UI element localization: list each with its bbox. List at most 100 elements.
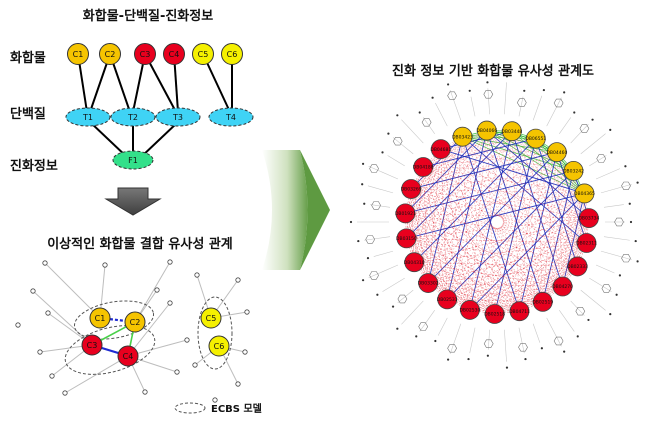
decor-ray: [437, 317, 448, 336]
network-edge: [486, 130, 587, 244]
decor-dot: [376, 293, 379, 296]
molecule-sketch-icon: [579, 124, 590, 133]
network-node: DB02530: [459, 300, 480, 320]
network-edge: [414, 149, 442, 263]
decor-dot: [634, 239, 637, 243]
decor-ray: [368, 165, 399, 180]
compound-label: C3: [140, 50, 151, 59]
decor-dot: [618, 274, 622, 277]
decor-dot: [624, 165, 627, 168]
network-node-label: DB04066: [476, 128, 497, 134]
network-edge: [469, 301, 543, 311]
network-edge: [494, 193, 585, 315]
decor-ray: [487, 88, 490, 115]
network-edge: [440, 149, 448, 300]
network-node-circle: [501, 121, 522, 142]
network-edge: [410, 188, 495, 315]
decor-dot: [396, 114, 399, 117]
decor-dot: [349, 220, 353, 224]
network-node-circle: [430, 139, 451, 160]
network-edge: [542, 170, 574, 302]
network-edge: [440, 149, 471, 310]
network-node-circle: [396, 228, 417, 249]
decor-ray: [546, 317, 562, 347]
decor-ray: [559, 117, 572, 134]
network-edge: [494, 242, 587, 315]
decor-dot: [505, 366, 509, 369]
molecule-sketch-icon: [418, 322, 429, 331]
molecule-sketch-icon: [483, 90, 494, 99]
network-node-label: DB01921: [395, 211, 416, 217]
network-edge: [414, 167, 424, 263]
decor-ray: [589, 277, 612, 292]
network-edge: [469, 286, 563, 311]
row-label-protein: 단백질: [10, 106, 46, 122]
network-edge: [494, 131, 513, 314]
network-node-label: DB02519: [532, 299, 553, 305]
network-node-label: DB04310: [404, 260, 425, 266]
decor-dot: [363, 202, 366, 205]
network-edge: [423, 166, 563, 287]
network-node-circle: [574, 183, 595, 204]
network-edge: [414, 131, 513, 263]
decor-ray: [435, 102, 448, 127]
decor-ray: [580, 289, 606, 311]
network-edge: [486, 130, 578, 267]
decor-dot: [486, 81, 489, 84]
network-node-circle: [576, 233, 597, 253]
decor-dot: [468, 89, 471, 92]
network-edge: [405, 149, 441, 214]
network-node-label: DB03734: [578, 216, 599, 222]
network-edge: [411, 188, 587, 244]
network-edge: [414, 262, 520, 312]
network-edge: [423, 167, 429, 284]
decor-dot: [542, 88, 545, 92]
protein-node: T2: [110, 107, 156, 127]
ideal-node-label: C1: [95, 314, 106, 323]
row-label-evolution: 진화정보: [10, 158, 58, 174]
network-edge: [423, 166, 471, 310]
molecule-sketch-icon: [518, 343, 528, 352]
decor-dot: [434, 339, 437, 343]
network-edge: [519, 242, 587, 312]
network-node: DB04711: [509, 301, 530, 322]
network-edge: [411, 188, 578, 267]
network-node: DB03269: [401, 179, 422, 199]
network-node: DB03242: [563, 161, 584, 181]
network-edge: [414, 261, 578, 267]
decor-ray: [392, 137, 414, 155]
network-edge: [511, 131, 578, 267]
network-edge: [440, 149, 495, 315]
network-edge: [410, 188, 415, 263]
network-edge: [535, 138, 587, 244]
network-edge: [562, 218, 590, 287]
ideal-node-label: C2: [130, 318, 141, 327]
network-edge: [511, 130, 574, 172]
network-edge: [440, 148, 587, 244]
network-node-label: DB04270: [552, 284, 573, 290]
decor-dot: [540, 347, 543, 350]
protein-label: T2: [127, 113, 138, 122]
molecule-sketch-icon: [369, 271, 379, 280]
network-edges: [405, 130, 590, 315]
ideal-node-label: C5: [206, 314, 217, 323]
network-edge: [406, 238, 578, 267]
compound-label: C6: [227, 50, 238, 59]
compound-label: C2: [105, 50, 116, 59]
protein-label: T3: [172, 113, 183, 122]
network-edge: [535, 138, 543, 302]
molecule-sketch-icon: [371, 201, 381, 210]
decor-ray: [504, 329, 507, 362]
decor-ray: [449, 89, 462, 121]
down-arrow-icon: [104, 187, 162, 216]
evolution-label: F1: [128, 156, 138, 165]
network-edge: [542, 217, 590, 302]
network-edge: [410, 188, 429, 284]
network-edge: [406, 238, 471, 311]
network-node: DB04310: [404, 252, 425, 273]
network-edge: [462, 136, 587, 244]
molecule-sketch-icon: [621, 181, 631, 190]
network-node: DB04188: [413, 157, 434, 177]
compound-node: C3: [134, 43, 156, 65]
